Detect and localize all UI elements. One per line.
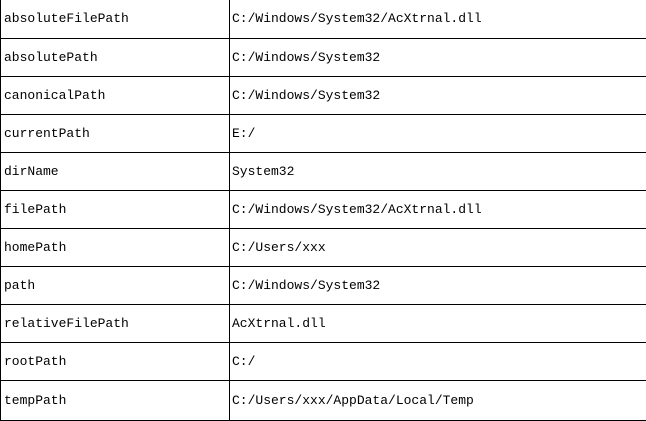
property-value: C:/Windows/System32 bbox=[230, 38, 646, 76]
property-name: path bbox=[1, 266, 230, 304]
property-value: AcXtrnal.dll bbox=[230, 304, 646, 342]
property-name: relativeFilePath bbox=[1, 304, 230, 342]
property-name: rootPath bbox=[1, 342, 230, 380]
table-row: canonicalPath C:/Windows/System32 bbox=[1, 76, 646, 114]
property-name: canonicalPath bbox=[1, 76, 230, 114]
table-row: absolutePath C:/Windows/System32 bbox=[1, 38, 646, 76]
property-value: C:/Windows/System32/AcXtrnal.dll bbox=[230, 190, 646, 228]
property-name: homePath bbox=[1, 228, 230, 266]
property-value: System32 bbox=[230, 152, 646, 190]
property-value: C:/Users/xxx/AppData/Local/Temp bbox=[230, 380, 646, 420]
table-row: dirName System32 bbox=[1, 152, 646, 190]
property-name: dirName bbox=[1, 152, 230, 190]
property-name: tempPath bbox=[1, 380, 230, 420]
table-row: path C:/Windows/System32 bbox=[1, 266, 646, 304]
table-row: relativeFilePath AcXtrnal.dll bbox=[1, 304, 646, 342]
table-row: currentPath E:/ bbox=[1, 114, 646, 152]
property-value: C:/Users/xxx bbox=[230, 228, 646, 266]
table-row: absoluteFilePath C:/Windows/System32/AcX… bbox=[1, 0, 646, 38]
property-name: absoluteFilePath bbox=[1, 0, 230, 38]
property-name: absolutePath bbox=[1, 38, 230, 76]
table-row: tempPath C:/Users/xxx/AppData/Local/Temp bbox=[1, 380, 646, 420]
property-value: E:/ bbox=[230, 114, 646, 152]
property-value: C:/ bbox=[230, 342, 646, 380]
property-value: C:/Windows/System32 bbox=[230, 76, 646, 114]
property-name: currentPath bbox=[1, 114, 230, 152]
table-row: homePath C:/Users/xxx bbox=[1, 228, 646, 266]
property-value: C:/Windows/System32/AcXtrnal.dll bbox=[230, 0, 646, 38]
table-row: filePath C:/Windows/System32/AcXtrnal.dl… bbox=[1, 190, 646, 228]
property-name: filePath bbox=[1, 190, 230, 228]
property-value: C:/Windows/System32 bbox=[230, 266, 646, 304]
table-row: rootPath C:/ bbox=[1, 342, 646, 380]
